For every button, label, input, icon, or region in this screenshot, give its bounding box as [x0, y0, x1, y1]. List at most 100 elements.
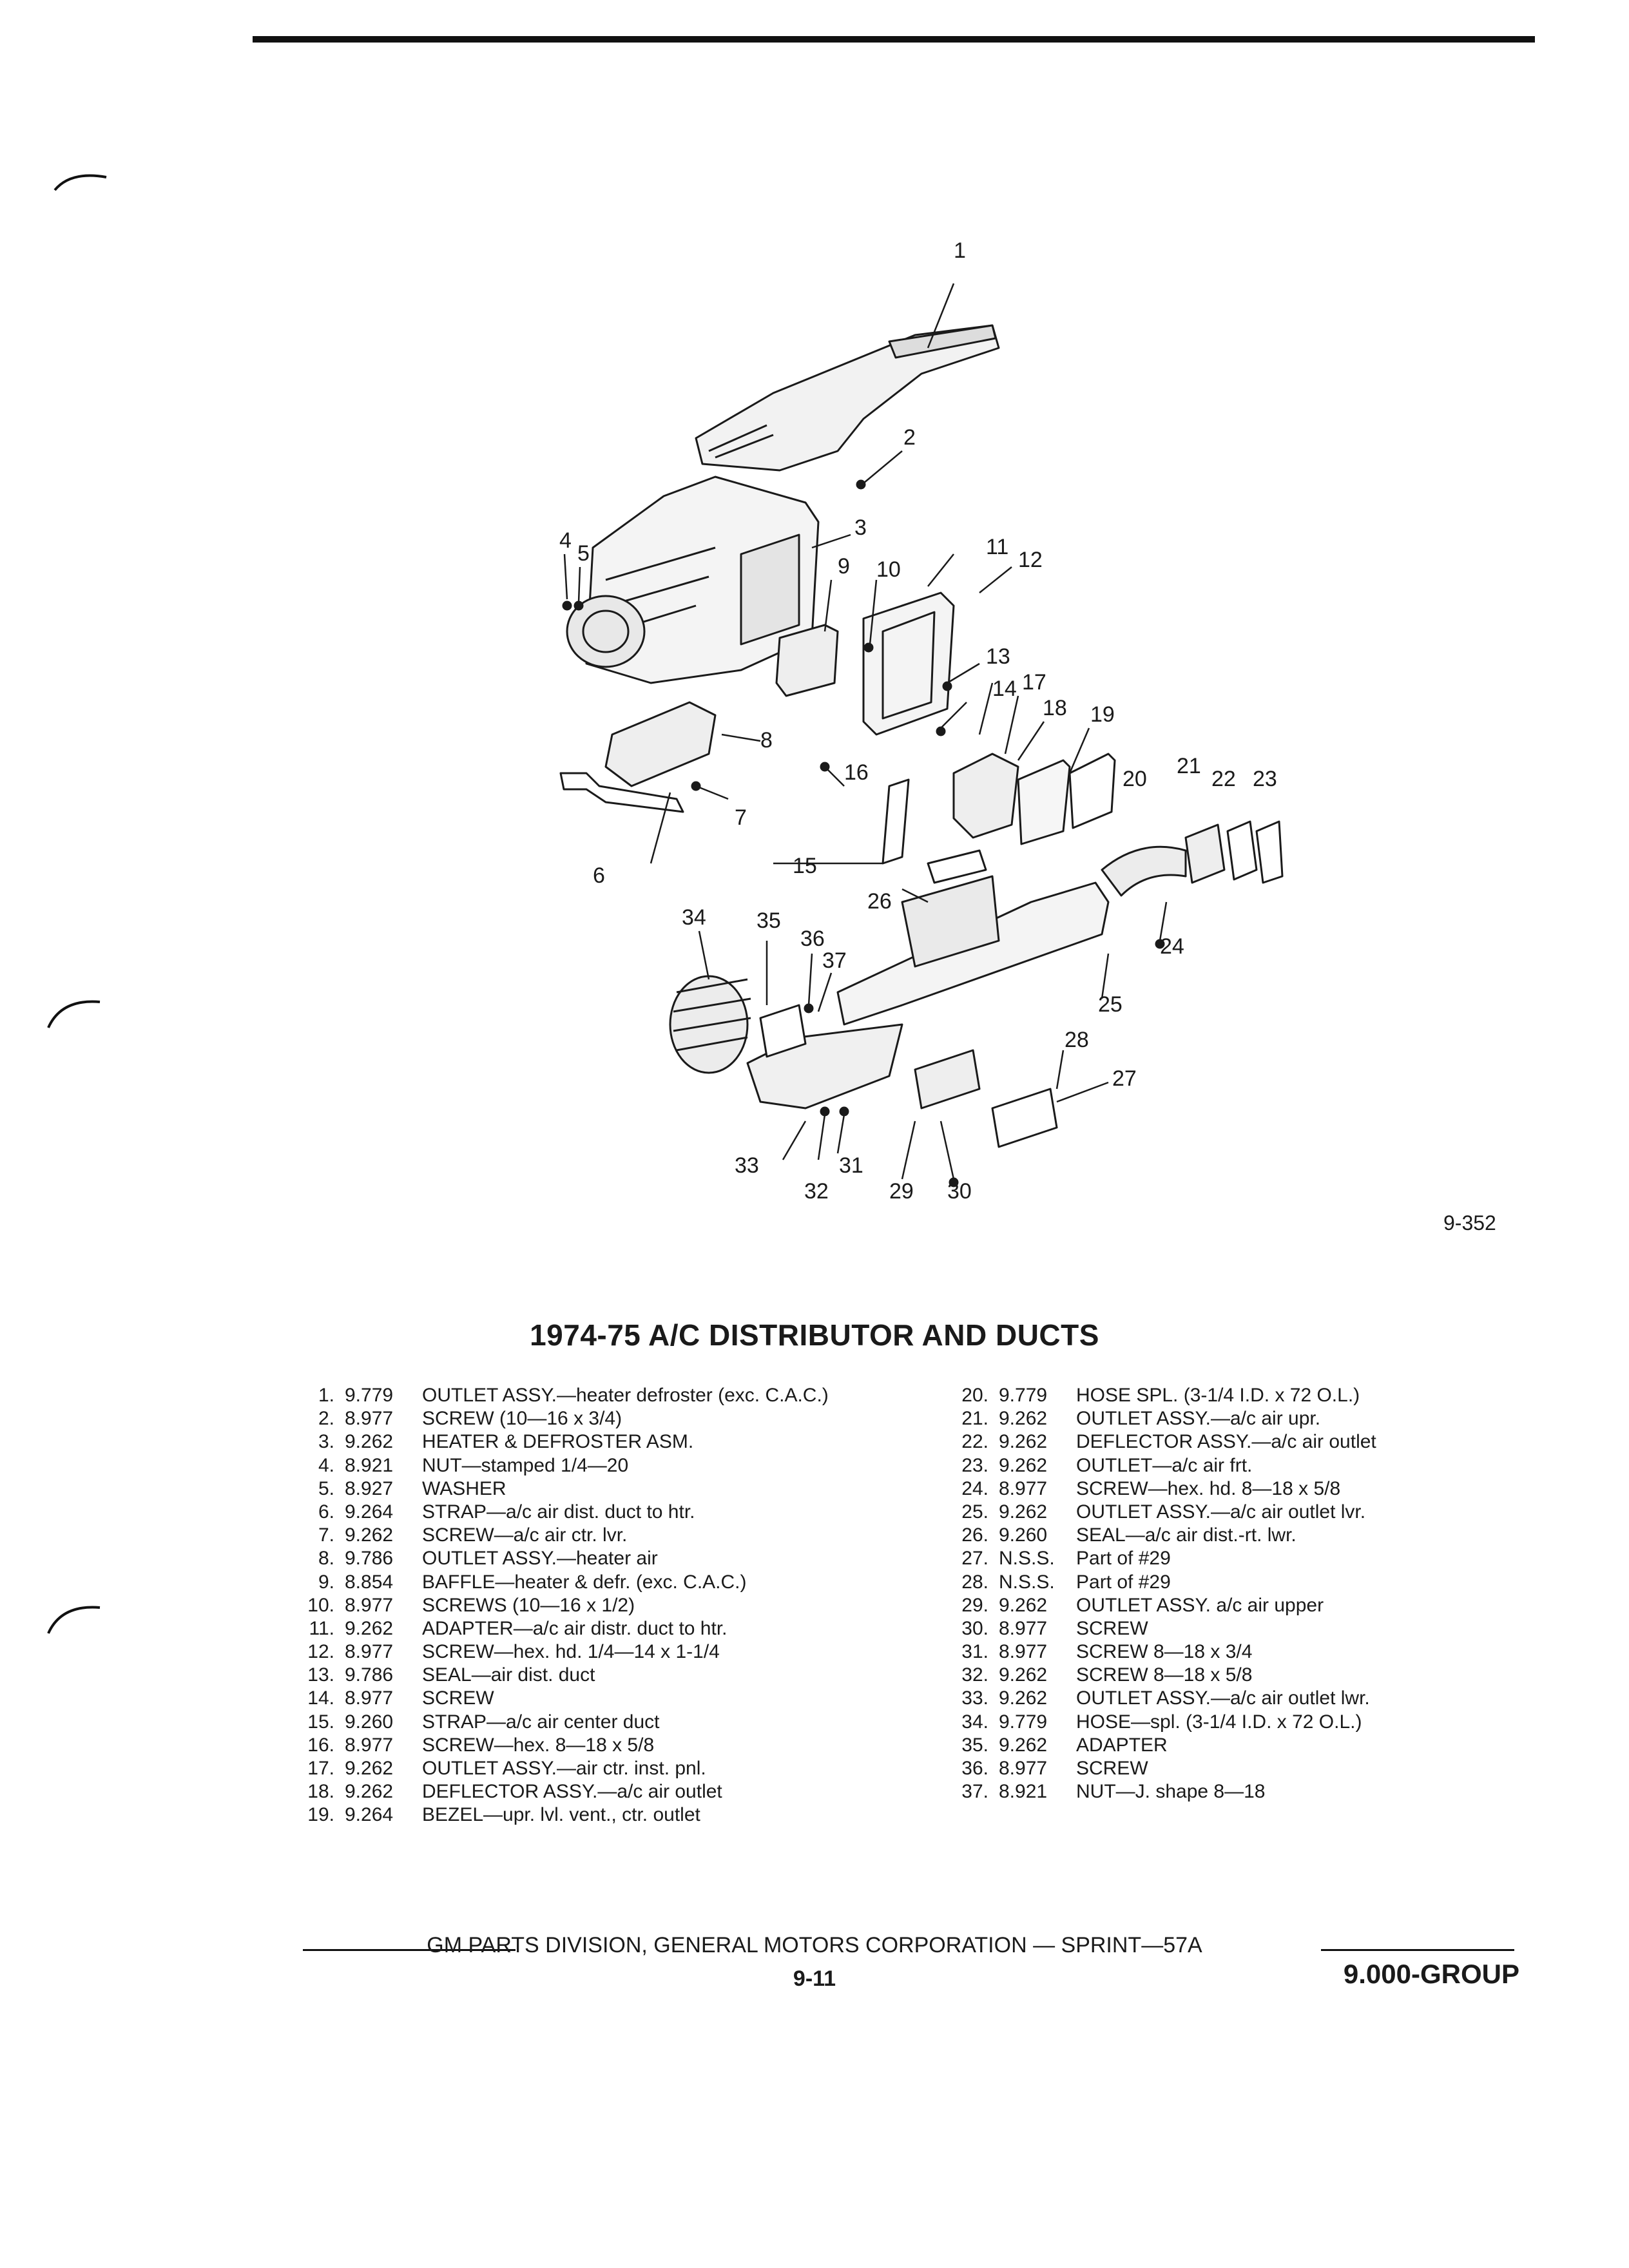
leader-lines	[563, 283, 1168, 1180]
part-heater-air-outlet	[604, 701, 717, 787]
callout-15: 15	[793, 854, 817, 878]
callout-26: 26	[867, 889, 892, 914]
part-strap	[559, 772, 684, 813]
part-upper-outlet-grille	[914, 1049, 1058, 1148]
page-number: 9-11	[793, 1966, 836, 1991]
callout-37: 37	[822, 948, 847, 973]
callout-28: 28	[1065, 1028, 1089, 1052]
callout-18: 18	[1043, 696, 1067, 720]
margin-mark	[53, 174, 107, 191]
part-adapter	[862, 591, 955, 736]
callout-22: 22	[1211, 767, 1236, 791]
callout-25: 25	[1098, 992, 1123, 1017]
callout-16: 16	[844, 760, 869, 785]
callout-13: 13	[986, 644, 1010, 669]
callout-labels: 1 2 3 4 5 6 7 8 9 10 11 12 13 14 15 16 1…	[559, 238, 1277, 1204]
footer-text: GM PARTS DIVISION, GENERAL MOTORS CORPOR…	[427, 1933, 1202, 1957]
part-center-outlet	[952, 753, 1116, 845]
part-heater-assembly	[566, 476, 820, 684]
part-lower-outlet	[746, 1004, 903, 1110]
callout-31: 31	[839, 1153, 863, 1178]
callout-8: 8	[760, 728, 773, 753]
parts-row: 28.N.S.S.Part of #29	[961, 1571, 1171, 1593]
margin-mark	[47, 1606, 101, 1634]
callout-12: 12	[1018, 548, 1043, 572]
callout-11: 11	[986, 535, 1008, 559]
callout-14: 14	[992, 677, 1017, 701]
callout-6: 6	[593, 863, 605, 888]
callout-32: 32	[804, 1179, 829, 1204]
part-baffle	[775, 624, 839, 697]
callout-2: 2	[903, 425, 916, 450]
part-hose-lower	[669, 975, 751, 1074]
parts-row: 27.N.S.S.Part of #29	[961, 1548, 1171, 1570]
callout-5: 5	[577, 541, 590, 566]
page-title: 1974-75 A/C DISTRIBUTOR AND DUCTS	[530, 1318, 1099, 1352]
callout-1: 1	[954, 238, 966, 263]
callout-10: 10	[876, 557, 901, 582]
callout-35: 35	[757, 908, 781, 933]
callout-30: 30	[947, 1179, 972, 1204]
callout-29: 29	[889, 1179, 914, 1204]
callout-4: 4	[559, 528, 572, 553]
callout-7: 7	[735, 805, 747, 830]
callout-23: 23	[1253, 767, 1277, 791]
callout-17: 17	[1022, 670, 1046, 695]
part-hose-upper	[1101, 820, 1284, 897]
part-strap-center	[882, 778, 910, 865]
callout-21: 21	[1177, 754, 1201, 778]
footer-rule-left	[303, 1949, 516, 1951]
callout-3: 3	[854, 515, 867, 540]
screw-markers	[562, 479, 1165, 1187]
callout-34: 34	[682, 905, 706, 930]
figure-code: 9-352	[1443, 1211, 1496, 1235]
callout-9: 9	[838, 554, 850, 579]
group-label: 9.000-GROUP	[1343, 1959, 1519, 1989]
part-outlet-duct	[836, 849, 1110, 1026]
callout-24: 24	[1160, 934, 1184, 959]
footer-rule-right	[1321, 1949, 1514, 1951]
callout-36: 36	[800, 927, 825, 951]
callout-19: 19	[1090, 702, 1115, 727]
callout-33: 33	[735, 1153, 759, 1178]
callout-20: 20	[1123, 767, 1147, 791]
top-rule	[253, 36, 1535, 43]
